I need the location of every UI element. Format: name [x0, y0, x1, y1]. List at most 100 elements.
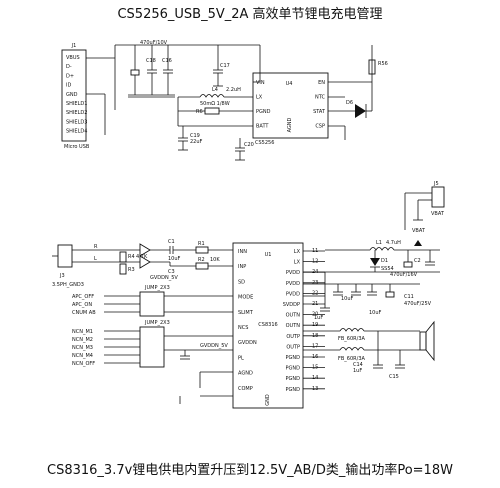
c20-ref: C20	[244, 142, 254, 148]
pvdd-capacitor-bank: 10uF 10uF C11 470uF/25V 1uF	[303, 271, 432, 321]
usb-pin-label: SHIELD2	[66, 110, 87, 116]
cs5256-pin-label: NTC	[315, 95, 326, 101]
usb-name: Micro USB	[64, 144, 90, 150]
c19-ref: C19	[190, 133, 200, 139]
cs5256-pin-label: VIN	[256, 80, 265, 86]
boost-cap-value: 470uF/16V	[390, 272, 418, 278]
cs8316-pin-label: AGND	[238, 371, 253, 377]
cs8316-pin-label: NCS	[238, 325, 248, 331]
bias-resistor-r3	[119, 263, 127, 275]
audio-jack-ref: J3	[59, 273, 65, 279]
boost-capacitors: 470uF/16V C2	[325, 250, 440, 278]
cs8316-pin-label: SLIMT	[238, 310, 254, 316]
audio-input-jack: J3 3.5PH_GND3 R L R4 4.7K R3	[52, 243, 151, 288]
usb-pin-label: D+	[66, 73, 74, 79]
cs8316-pin-label: PVDD	[286, 281, 300, 287]
audio-jack-body	[57, 244, 73, 268]
usb-pin-label: SHIELD1	[66, 101, 87, 107]
boost-inductor-value: 4.7uH	[386, 240, 401, 246]
jumper-2-label: JUMP_2X3	[144, 320, 170, 326]
apc-net-label: CNUM AB	[72, 310, 96, 316]
boost-diode: D1 SS54	[370, 250, 394, 272]
sense-resistor-value: 50mΩ 1/8W	[200, 101, 230, 107]
c16-ref: C16	[162, 58, 172, 64]
channel-r-label: R	[94, 244, 98, 250]
inductor-l4: L4 2.2uH	[178, 87, 253, 98]
cs5256-ref: U4	[286, 81, 293, 87]
apc-net-label: APC_ON	[72, 302, 92, 308]
vbat-net: VBAT	[412, 228, 426, 234]
battery-net: VBAT	[431, 211, 445, 217]
apc-net-label: APC_OFF	[72, 294, 94, 300]
ncs-net-label: NCN_M1	[72, 329, 93, 335]
c14-ref: C14	[353, 362, 363, 368]
boost-inductor: L1 4.7uH VBAT	[325, 228, 440, 251]
cs8316-pin-label: PVDD	[286, 291, 300, 297]
speaker-body	[419, 331, 427, 351]
cs8316-pin-label: LX	[294, 260, 301, 266]
input-resistor-value: 10K	[210, 257, 220, 263]
cs8316-pin-label: LX	[294, 249, 301, 255]
led-diode-symbol	[355, 104, 366, 118]
boost-diode-part: SS54	[381, 266, 394, 272]
c13-value: 10uF	[369, 310, 382, 316]
cs8316-name: CS8316	[258, 322, 277, 328]
boost-cap-ref: C2	[414, 258, 421, 264]
page-title: CS5256_USB_5V_2A 高效单节锂电充电管理	[117, 7, 383, 22]
input-capacitors: 470uF/10V C18 C16	[128, 40, 175, 98]
cs5256-pin-label: STAT	[313, 109, 326, 115]
cs8316-pin-label: PVDD	[286, 270, 300, 276]
status-led-circuit: R56 D6	[328, 45, 388, 140]
usb-connector-body	[61, 49, 87, 142]
ncs-net-label: NCN_M3	[72, 345, 93, 351]
boost-diode-symbol	[370, 258, 380, 266]
cs5256-pin-label: PGND	[256, 109, 271, 115]
ncs-net-label: NCN_M4	[72, 353, 93, 359]
input-resistor-2	[195, 262, 209, 270]
cs5256-pin-label: EN	[318, 80, 325, 86]
boost-diode-ref: D1	[381, 258, 388, 264]
apc-label-list: APC_OFF APC_ON CNUM AB	[72, 294, 140, 316]
gvddn-net-label: GVDDN_5V	[150, 275, 178, 281]
cs8316-pin-label: OUTP	[286, 344, 300, 350]
gvddn-net-label-2: GVDDN_5V	[200, 343, 228, 349]
cs8316-gnd-pin: GND	[265, 394, 271, 406]
input-resistor-1-ref: R1	[198, 241, 205, 247]
usb-pin-label: VBUS	[66, 55, 80, 61]
boost-inductor-ref: L1	[376, 240, 382, 246]
cs5256-pin-label: LX	[256, 95, 263, 101]
jumper-block-ncs: JUMP_2X3 NCN_M1NCN_M2NCN_M3NCN_M4NCN_OFF…	[72, 320, 233, 368]
usb-pin-label: ID	[66, 83, 71, 89]
jumper-1-label: JUMP_2X3	[144, 285, 170, 291]
jumper-1-body	[139, 291, 165, 317]
cs8316-pin-label: PGND	[286, 366, 301, 372]
input-cap-value: 470uF/10V	[140, 40, 168, 46]
coupling-cap-2-ref: C3	[168, 269, 175, 275]
cs5256-agnd-pin: AGND	[287, 117, 293, 132]
battery-ref: J5	[433, 181, 439, 187]
coupling-cap-1-ref: C1	[168, 239, 175, 245]
speaker-cone	[425, 320, 435, 362]
cs8316-pin-label: PGND	[286, 355, 301, 361]
c18-ref: C18	[146, 58, 156, 64]
ncs-net-label: NCN_OFF	[72, 361, 95, 367]
sense-resistor-body	[204, 107, 220, 115]
usb-ref: J1	[71, 43, 77, 49]
left-control-wiring	[164, 295, 233, 404]
usb-pin-label: D-	[66, 64, 72, 70]
input-buffer-1	[139, 243, 151, 257]
usb-pin-list: VBUSD-D+IDGNDSHIELD1SHIELD2SHIELD3SHIELD…	[66, 55, 87, 135]
ferrite-bead-1: FB_60R/3A	[338, 336, 366, 342]
ncs-net-label: NCN_M2	[72, 337, 93, 343]
cs8316-pin-label: PL	[238, 355, 244, 361]
c20-capacitor: C20	[235, 138, 254, 161]
l4-value: 2.2uH	[226, 87, 241, 93]
c12-value: 10uF	[341, 296, 354, 302]
output-cap-ref: C11	[404, 294, 414, 300]
led-resistor-ref: R56	[378, 61, 388, 67]
